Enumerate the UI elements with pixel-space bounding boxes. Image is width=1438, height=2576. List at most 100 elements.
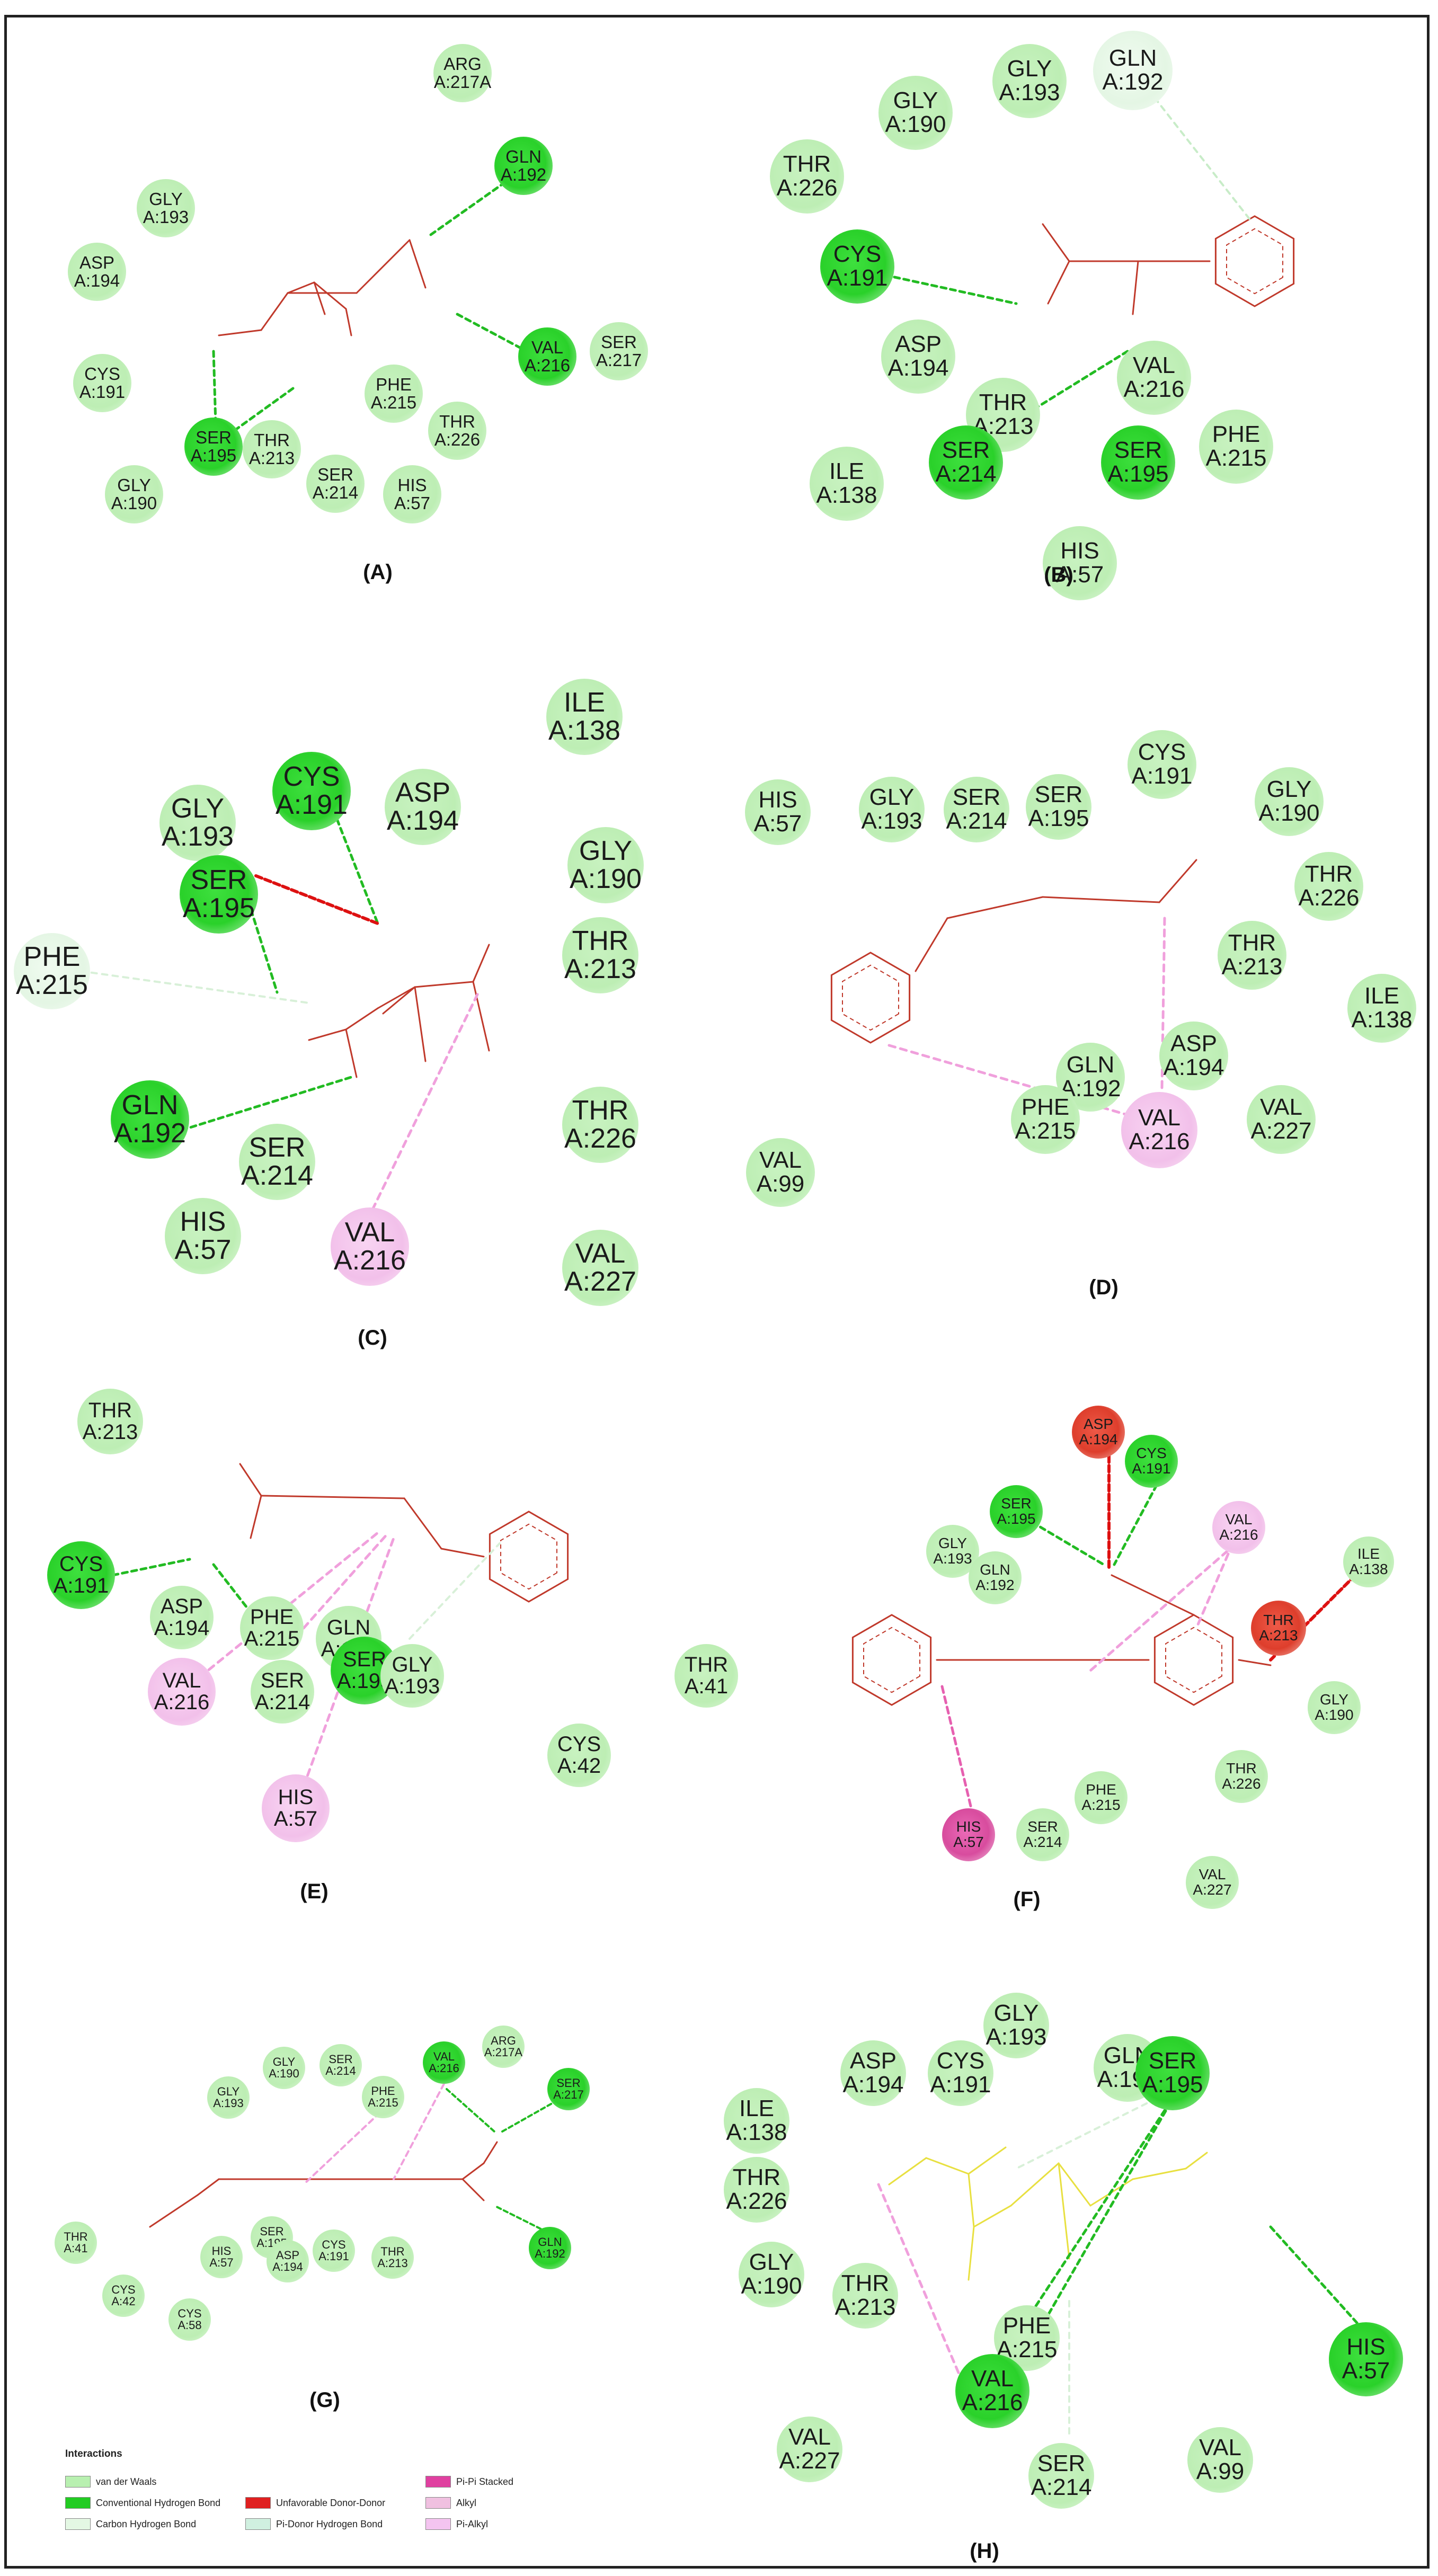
residue-name: CYS xyxy=(833,241,882,268)
residue-name: SER xyxy=(556,2076,581,2090)
aromatic-ring-inner xyxy=(1165,1627,1223,1693)
bond xyxy=(888,2157,927,2186)
residue-id: A:193 xyxy=(162,821,234,852)
residue-id: A:193 xyxy=(986,2024,1047,2050)
residue-id: A:191 xyxy=(276,789,348,820)
residue-id: A:194 xyxy=(1163,1054,1224,1080)
residue-id: A:217 xyxy=(553,2088,584,2101)
residue-id: A:215 xyxy=(1015,1118,1076,1144)
residue-name: GLN xyxy=(326,1616,371,1640)
residue-name: VAL xyxy=(1133,352,1175,379)
residue-name: PHE xyxy=(1212,421,1261,448)
residue-id: A:195 xyxy=(1107,461,1169,487)
residue-name: SER xyxy=(260,1669,305,1693)
residue-id: A:194 xyxy=(272,2260,303,2273)
aromatic-ring-inner xyxy=(1226,228,1284,295)
residue-id: A:58 xyxy=(177,2319,202,2332)
legend-item: van der Waals xyxy=(65,2476,156,2488)
residue-id: A:217A xyxy=(484,2046,523,2059)
residue-name: PHE xyxy=(250,1605,294,1629)
residue-id: A:195 xyxy=(183,893,255,923)
residue-id: A:194 xyxy=(842,2072,904,2098)
residue-id: A:226 xyxy=(1298,885,1360,911)
legend-swatch xyxy=(245,2518,271,2530)
residue-id: A:195 xyxy=(1028,805,1089,831)
residue-name: ASP xyxy=(276,2248,300,2262)
residue-id: A:216 xyxy=(429,2062,459,2075)
legend-item: Unfavorable Donor-Donor xyxy=(245,2497,385,2509)
residue-name: VAL xyxy=(162,1669,201,1693)
residue-name: GLN xyxy=(121,1089,179,1121)
bond xyxy=(250,1495,262,1539)
panel-caption: (B) xyxy=(1044,563,1073,587)
residue-name: ASP xyxy=(160,1595,203,1619)
residue-id: A:214 xyxy=(325,2064,356,2077)
bond xyxy=(1132,2168,1187,2180)
residue-name: CYS xyxy=(177,2306,202,2320)
aromatic-ring xyxy=(1214,215,1295,307)
residue-id: A:193 xyxy=(143,207,189,227)
bond xyxy=(973,2205,1012,2228)
residue-id: A:191 xyxy=(318,2250,349,2263)
legend-item: Pi-Alkyl xyxy=(425,2518,488,2530)
residue-id: A:214 xyxy=(241,1160,313,1191)
residue-id: A:190 xyxy=(269,2067,299,2080)
residue-id: A:195 xyxy=(1142,2072,1203,2098)
residue-name: VAL xyxy=(344,1216,395,1248)
residue-name: CYS xyxy=(936,2048,985,2074)
aromatic-ring xyxy=(489,1511,569,1603)
panel-caption: (G) xyxy=(309,2388,340,2412)
residue-name: PHE xyxy=(1086,1781,1116,1798)
residue-name: THR xyxy=(841,2270,890,2297)
residue-id: A:191 xyxy=(930,2072,991,2098)
panel-caption: (A) xyxy=(363,561,393,584)
residue-id: A:214 xyxy=(312,483,359,502)
hbond-line xyxy=(893,276,1018,305)
bond xyxy=(260,1495,405,1499)
residue-name: GLY xyxy=(993,2000,1039,2027)
residue-name: ILE xyxy=(829,458,865,485)
residue-name: ASP xyxy=(1170,1031,1218,1057)
residue-id: A:214 xyxy=(1023,1834,1062,1850)
residue-name: HIS xyxy=(180,1206,226,1237)
residue-name: PHE xyxy=(23,941,81,972)
hbond-line xyxy=(1113,1484,1158,1566)
residue-name: THR xyxy=(1263,1612,1294,1629)
legend-swatch xyxy=(245,2497,271,2509)
residue-name: GLY xyxy=(893,87,938,114)
legend-swatch xyxy=(65,2518,91,2530)
residue-name: SER xyxy=(317,465,353,485)
hbond-line xyxy=(1269,2225,1368,2334)
hbond-line xyxy=(493,2205,548,2233)
residue-id: A:216 xyxy=(962,2390,1023,2415)
alkyl-line xyxy=(393,2083,445,2180)
residue-name: THR xyxy=(572,1095,629,1126)
bond xyxy=(414,986,427,1062)
